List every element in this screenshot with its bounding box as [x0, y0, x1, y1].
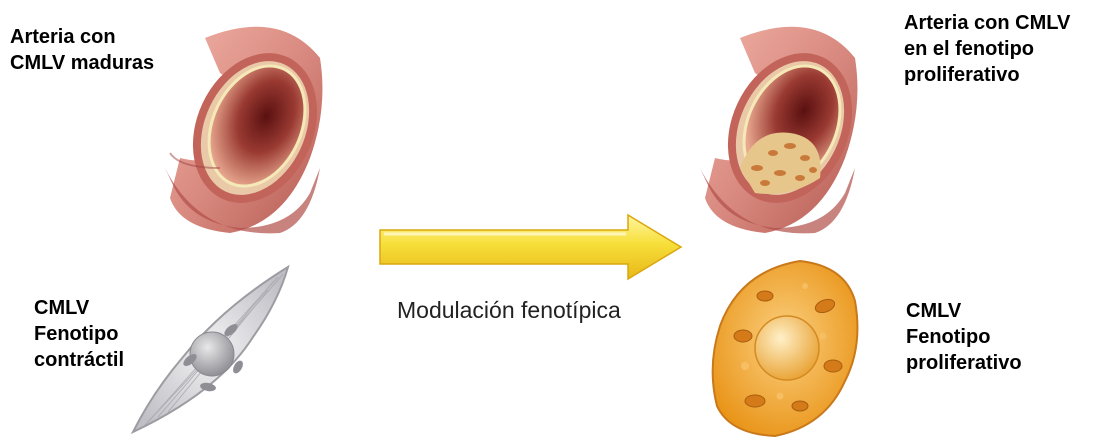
label-line: CMLV maduras [10, 50, 154, 76]
label-proliferative-artery: Arteria con CMLV en el fenotipo prolifer… [904, 10, 1070, 88]
label-line: CMLV [906, 298, 1022, 324]
label-proliferative-cell: CMLV Fenotipo proliferativo [906, 298, 1022, 376]
label-contractile-cell: CMLV Fenotipo contráctil [34, 295, 124, 373]
label-line: CMLV [34, 295, 124, 321]
label-line: Fenotipo [34, 321, 124, 347]
arrow-caption: Modulación fenotípica [397, 297, 621, 324]
label-line: Fenotipo [906, 324, 1022, 350]
label-line: Arteria con CMLV [904, 10, 1070, 36]
label-line: proliferativo [904, 62, 1070, 88]
label-line: proliferativo [906, 350, 1022, 376]
label-line: en el fenotipo [904, 36, 1070, 62]
phenotype-modulation-arrow [378, 212, 683, 282]
proliferative-cell-illustration [705, 256, 865, 441]
proliferative-artery-illustration [695, 18, 865, 248]
label-line: contráctil [34, 347, 124, 373]
label-mature-artery: Arteria con CMLV maduras [10, 24, 154, 76]
contractile-cell-illustration [128, 262, 298, 442]
label-line: Arteria con [10, 24, 154, 50]
mature-artery-illustration [160, 18, 330, 248]
